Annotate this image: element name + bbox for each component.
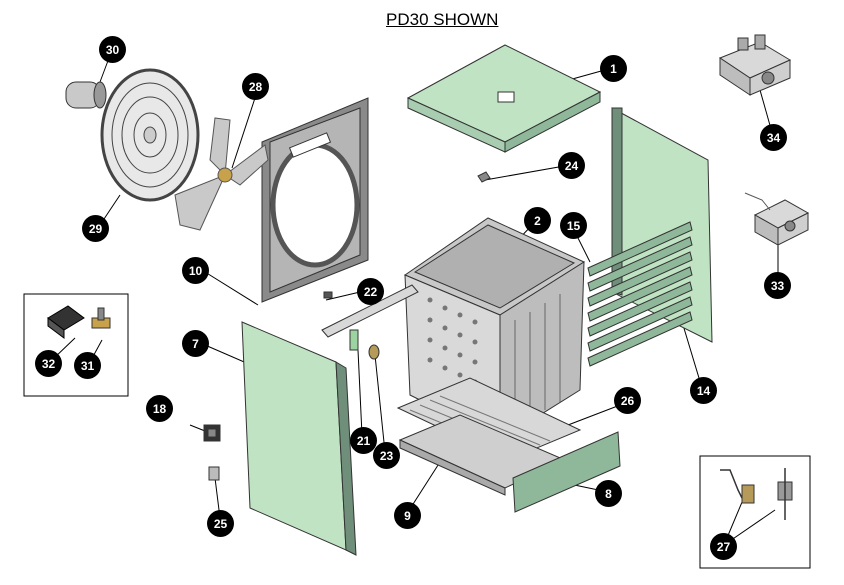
callout-8: 8 (595, 480, 622, 507)
callout-23: 23 (373, 442, 400, 469)
callout-9: 9 (394, 502, 421, 529)
fan-guard (100, 68, 200, 202)
callout-21: 21 (350, 427, 377, 454)
front-strip (512, 431, 621, 513)
small-clip (477, 171, 491, 183)
callout-22: 22 (357, 278, 384, 305)
callout-1: 1 (600, 55, 627, 82)
fan-motor (65, 81, 107, 109)
callout-28: 28 (242, 73, 269, 100)
burner-manifold (321, 284, 419, 360)
callout-29: 29 (82, 215, 109, 242)
callout-25: 25 (207, 510, 234, 537)
callout-34: 34 (760, 124, 787, 151)
fan-blade (174, 117, 269, 231)
side-panel-left (241, 321, 357, 556)
callout-15: 15 (560, 212, 587, 239)
callout-7: 7 (182, 330, 209, 357)
callout-18: 18 (146, 395, 173, 422)
callout-2: 2 (524, 207, 551, 234)
callout-14: 14 (690, 377, 717, 404)
gas-valve-33 (744, 192, 810, 246)
callout-32: 32 (35, 350, 62, 377)
inset-box-right (699, 455, 811, 569)
callout-31: 31 (74, 352, 101, 379)
diagram-title: PD30 SHOWN (386, 10, 499, 29)
baffle-strips (587, 221, 693, 367)
callout-27: 27 (710, 533, 737, 560)
gas-valve-34 (718, 34, 792, 96)
inset-box-left (23, 293, 129, 397)
callout-26: 26 (614, 387, 641, 414)
top-cover (406, 44, 602, 153)
callout-30: 30 (99, 36, 126, 63)
heat-exchanger (403, 217, 586, 441)
callout-24: 24 (558, 152, 585, 179)
switch (203, 424, 221, 442)
bracket (208, 466, 220, 481)
fan-panel (261, 97, 369, 303)
callout-33: 33 (764, 272, 791, 299)
side-panel-right (611, 107, 713, 343)
callout-10: 10 (182, 257, 209, 284)
